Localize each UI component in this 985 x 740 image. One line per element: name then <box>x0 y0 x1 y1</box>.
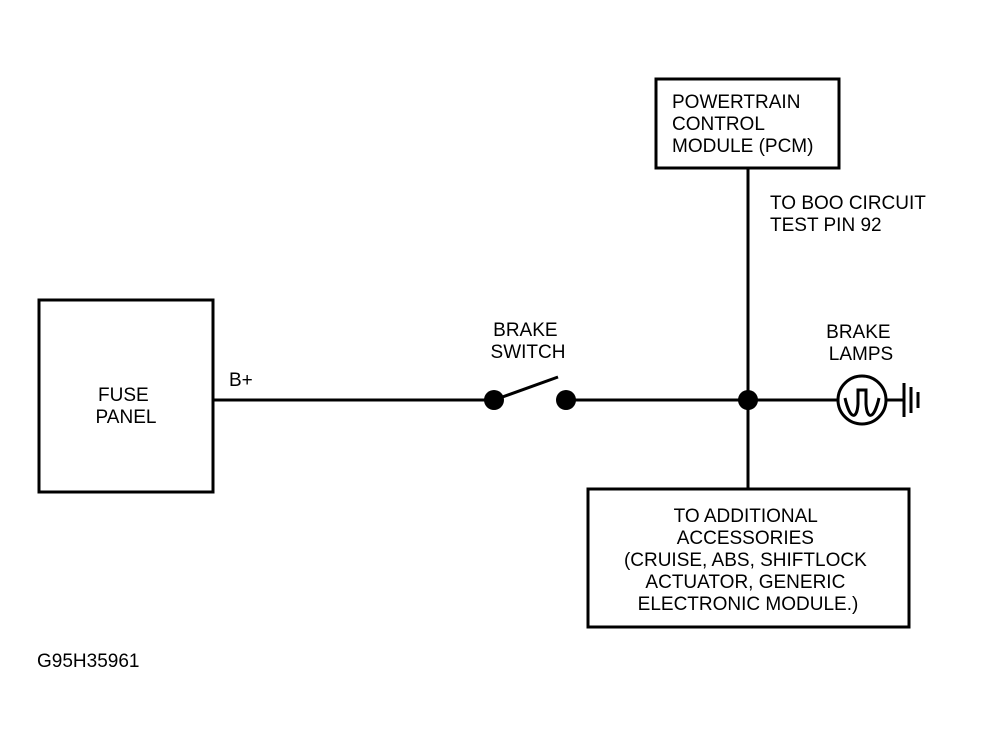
boo-circuit-label: TO BOO CIRCUIT TEST PIN 92 <box>770 193 931 236</box>
lamp-icon <box>836 374 888 426</box>
fuse-panel-label: FUSE PANEL <box>96 385 157 428</box>
accessories-label: TO ADDITIONAL ACCESSORIES (CRUISE, ABS, … <box>624 506 872 615</box>
pcm-box <box>654 77 841 170</box>
fuse-panel-box <box>37 298 215 494</box>
brake-switch-label: BRAKE SWITCH <box>491 320 566 363</box>
ground-icon <box>902 383 920 417</box>
pcm-label: POWERTRAIN CONTROL MODULE (PCM) <box>672 92 813 157</box>
accessories-box <box>586 487 911 629</box>
b-plus-label: B+ <box>229 370 253 391</box>
figure-id: G95H35961 <box>37 651 139 672</box>
switch-icon <box>484 375 576 410</box>
brake-lamps-label: BRAKE LAMPS <box>826 322 896 365</box>
